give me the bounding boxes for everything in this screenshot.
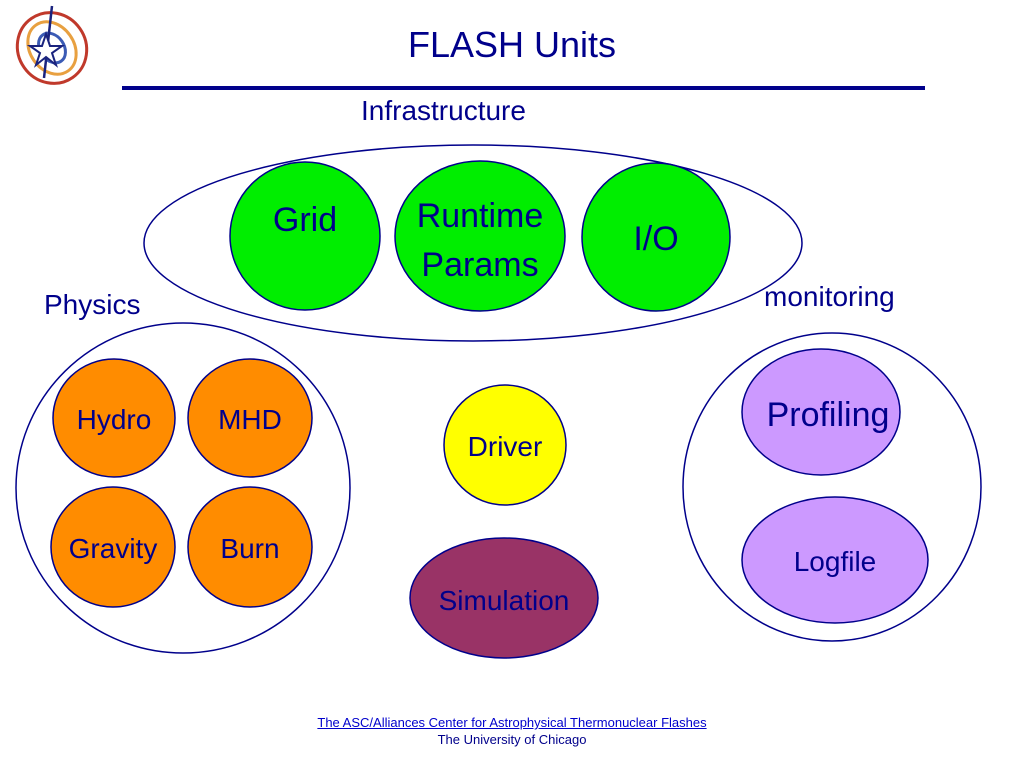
footer-link[interactable]: The ASC/Alliances Center for Astrophysic… <box>317 715 707 730</box>
burn-unit-label: Burn <box>220 533 279 564</box>
monitoring-group-outline <box>682 332 982 642</box>
runtime-params-unit-label-line1: Runtime <box>417 197 544 235</box>
footer-institution: The University of Chicago <box>437 732 587 747</box>
grid-unit-label: Grid <box>273 201 337 239</box>
burn-unit: Burn <box>187 486 313 608</box>
hydro-unit: Hydro <box>52 358 176 478</box>
physics-group-outline <box>15 322 351 654</box>
grid-unit: Grid <box>229 161 381 311</box>
driver-unit-label: Driver <box>468 431 543 462</box>
mhd-unit-label: MHD <box>218 404 282 435</box>
io-unit-label: I/O <box>633 220 678 258</box>
profiling-unit-label: Profiling <box>767 396 890 434</box>
gravity-unit-label: Gravity <box>69 533 158 564</box>
profiling-unit: Profiling <box>741 348 901 476</box>
gravity-unit: Gravity <box>50 486 176 608</box>
simulation-unit-label: Simulation <box>439 585 570 616</box>
physics-label: Physics <box>44 289 141 320</box>
logfile-unit: Logfile <box>741 496 929 624</box>
infrastructure-label: Infrastructure <box>361 95 526 126</box>
title-underline <box>122 86 925 90</box>
simulation-unit: Simulation <box>409 537 599 659</box>
runtime-params-unit-label-line2: Params <box>421 246 538 284</box>
driver-unit: Driver <box>443 384 567 506</box>
footer: The ASC/Alliances Center for Astrophysic… <box>0 714 1024 748</box>
runtime-params-unit: Runtime Params <box>394 160 566 312</box>
logfile-unit-label: Logfile <box>794 546 877 577</box>
infrastructure-group-outline <box>143 144 803 342</box>
mhd-unit: MHD <box>187 358 313 478</box>
hydro-unit-label: Hydro <box>77 404 152 435</box>
monitoring-label: monitoring <box>764 281 895 312</box>
flash-center-logo-icon <box>15 5 89 85</box>
io-unit: I/O <box>581 162 731 312</box>
slide-title: FLASH Units <box>407 24 617 65</box>
